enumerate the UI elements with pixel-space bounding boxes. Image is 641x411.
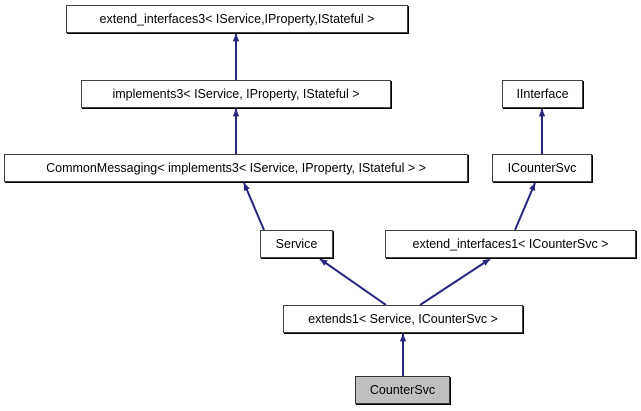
class-node-implements3[interactable]: implements3< IService, IProperty, IState… <box>81 80 391 108</box>
inheritance-arrow <box>514 182 536 231</box>
class-node-extends1[interactable]: extends1< Service, ICounterSvc > <box>283 305 523 333</box>
class-node-common-messaging[interactable]: CommonMessaging< implements3< IService, … <box>4 154 468 182</box>
class-node-countersvc[interactable]: CounterSvc <box>355 376 450 404</box>
class-node-label: Service <box>275 236 318 251</box>
inheritance-arrow <box>243 182 265 231</box>
class-node-label: extend_interfaces1< ICounterSvc > <box>412 236 609 251</box>
class-node-service[interactable]: Service <box>260 230 333 258</box>
class-node-label: extend_interfaces3< IService,IProperty,I… <box>99 11 375 26</box>
class-node-icountersvc[interactable]: ICounterSvc <box>492 154 592 182</box>
class-node-extend-interfaces3[interactable]: extend_interfaces3< IService,IProperty,I… <box>66 5 408 33</box>
inheritance-arrow <box>419 258 491 306</box>
class-node-label: ICounterSvc <box>507 160 577 175</box>
class-node-label: IInterface <box>516 86 569 101</box>
class-node-label: CommonMessaging< implements3< IService, … <box>46 160 426 175</box>
class-node-iinterface[interactable]: IInterface <box>502 80 583 108</box>
class-node-label: extends1< Service, ICounterSvc > <box>308 311 498 326</box>
class-node-label: implements3< IService, IProperty, IState… <box>112 86 360 101</box>
class-node-extend-interfaces1[interactable]: extend_interfaces1< ICounterSvc > <box>385 230 636 258</box>
class-node-label: CounterSvc <box>369 382 436 397</box>
inheritance-arrow <box>319 258 387 306</box>
